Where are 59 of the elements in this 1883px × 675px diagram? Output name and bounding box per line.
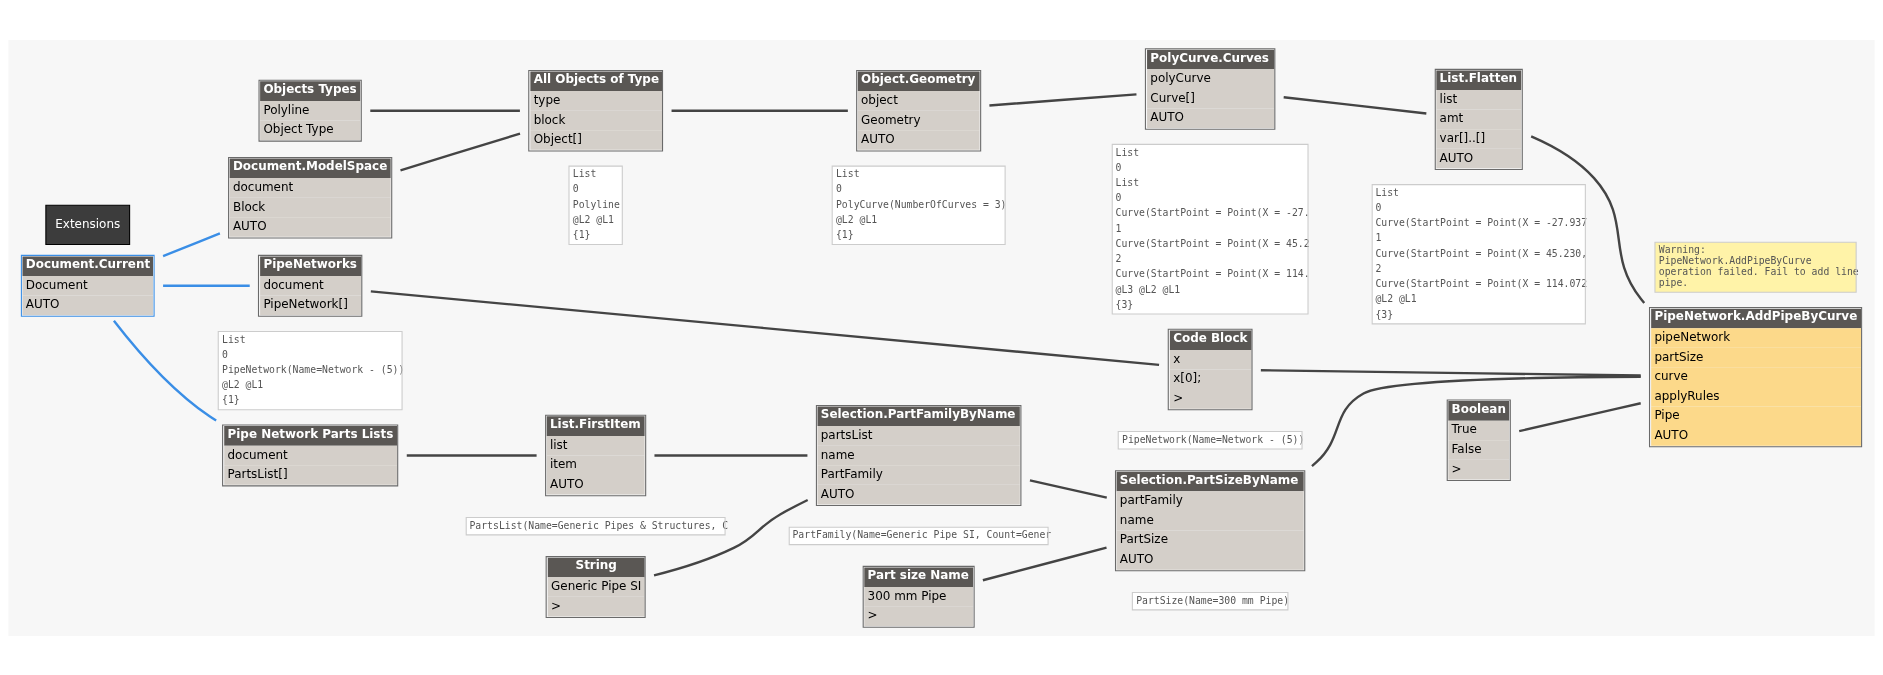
node-label: @L3 @L2 @L1 bbox=[1115, 283, 1181, 295]
node-label: List bbox=[1375, 186, 1399, 198]
node-label: Curve(StartPoint = Point(X = -27. bbox=[1115, 206, 1310, 218]
connector bbox=[653, 498, 809, 577]
node-label: {1} bbox=[222, 393, 240, 405]
node-label: 0 bbox=[1115, 191, 1122, 203]
node-label: PolyCurve(NumberOfCurves = 3) bbox=[836, 198, 1007, 210]
node-label: PartSize(Name=300 mm Pipe) bbox=[1136, 594, 1290, 606]
connector bbox=[1029, 478, 1108, 499]
connector bbox=[370, 289, 1160, 366]
connector bbox=[671, 109, 848, 112]
node-label: {3} bbox=[1375, 308, 1394, 320]
node-label: Curve(StartPoint = Point(X = 45.230, bbox=[1375, 247, 1588, 259]
connector bbox=[112, 319, 217, 422]
connector bbox=[989, 92, 1137, 107]
node-label: 0 bbox=[1115, 161, 1122, 173]
node-label: 0 bbox=[836, 182, 842, 194]
node-label: List bbox=[572, 167, 597, 179]
connector bbox=[654, 453, 808, 457]
node-label: {1} bbox=[572, 228, 591, 240]
node-label: {1} bbox=[836, 228, 854, 240]
node-label: @L2 @L1 bbox=[1375, 292, 1417, 304]
connector bbox=[400, 131, 521, 171]
connector bbox=[370, 109, 520, 112]
node-label: Warning: PipeNetwork.AddPipeByCurve operation failed. Fail to add line pipe. bbox=[1658, 243, 1859, 288]
node-label: @L2 @L1 bbox=[836, 213, 878, 225]
connector bbox=[1283, 95, 1427, 115]
node-label: {3} bbox=[1115, 298, 1134, 310]
node-label: @L2 @L1 bbox=[572, 213, 614, 225]
node-label: List bbox=[836, 167, 860, 179]
node-label: 1 bbox=[1375, 231, 1382, 243]
connector bbox=[406, 453, 537, 457]
node-label: Polyline bbox=[572, 198, 620, 210]
node-label: Curve(StartPoint = Point(X = 114.072 bbox=[1375, 277, 1588, 289]
node-label: 1 bbox=[1115, 222, 1122, 234]
connector bbox=[982, 546, 1107, 581]
connector bbox=[1260, 368, 1641, 377]
node-label: 2 bbox=[1115, 252, 1122, 264]
node-label: 2 bbox=[1375, 262, 1382, 274]
connector bbox=[162, 231, 221, 257]
node-label: 0 bbox=[1375, 201, 1382, 213]
node-label: Curve(StartPoint = Point(X = 45.2 bbox=[1115, 237, 1310, 249]
node-label: PipeNetwork(Name=Network - (5)) bbox=[222, 363, 405, 375]
connector bbox=[1518, 401, 1641, 432]
node-label: 0 bbox=[222, 348, 228, 360]
node-label: PipeNetwork(Name=Network - (5)) bbox=[1122, 433, 1305, 445]
node-label: @L2 @L1 bbox=[222, 378, 264, 390]
node-label: PartsList(Name=Generic Pipes & Structures, C bbox=[469, 519, 729, 531]
node-label: List bbox=[1115, 176, 1140, 188]
node-label: Curve(StartPoint = Point(X = -27.937 bbox=[1375, 216, 1588, 228]
node-label: Curve(StartPoint = Point(X = 114. bbox=[1115, 267, 1310, 279]
connector bbox=[163, 284, 250, 287]
node-label: List bbox=[222, 333, 246, 345]
connector bbox=[1530, 134, 1646, 304]
node-label: List bbox=[1115, 146, 1140, 157]
node-label: PartFamily(Name=Generic Pipe SI, Count=Gener bbox=[792, 528, 1052, 540]
label: Extensions bbox=[55, 216, 121, 231]
node-label: 0 bbox=[572, 182, 579, 194]
connector bbox=[1311, 375, 1641, 467]
